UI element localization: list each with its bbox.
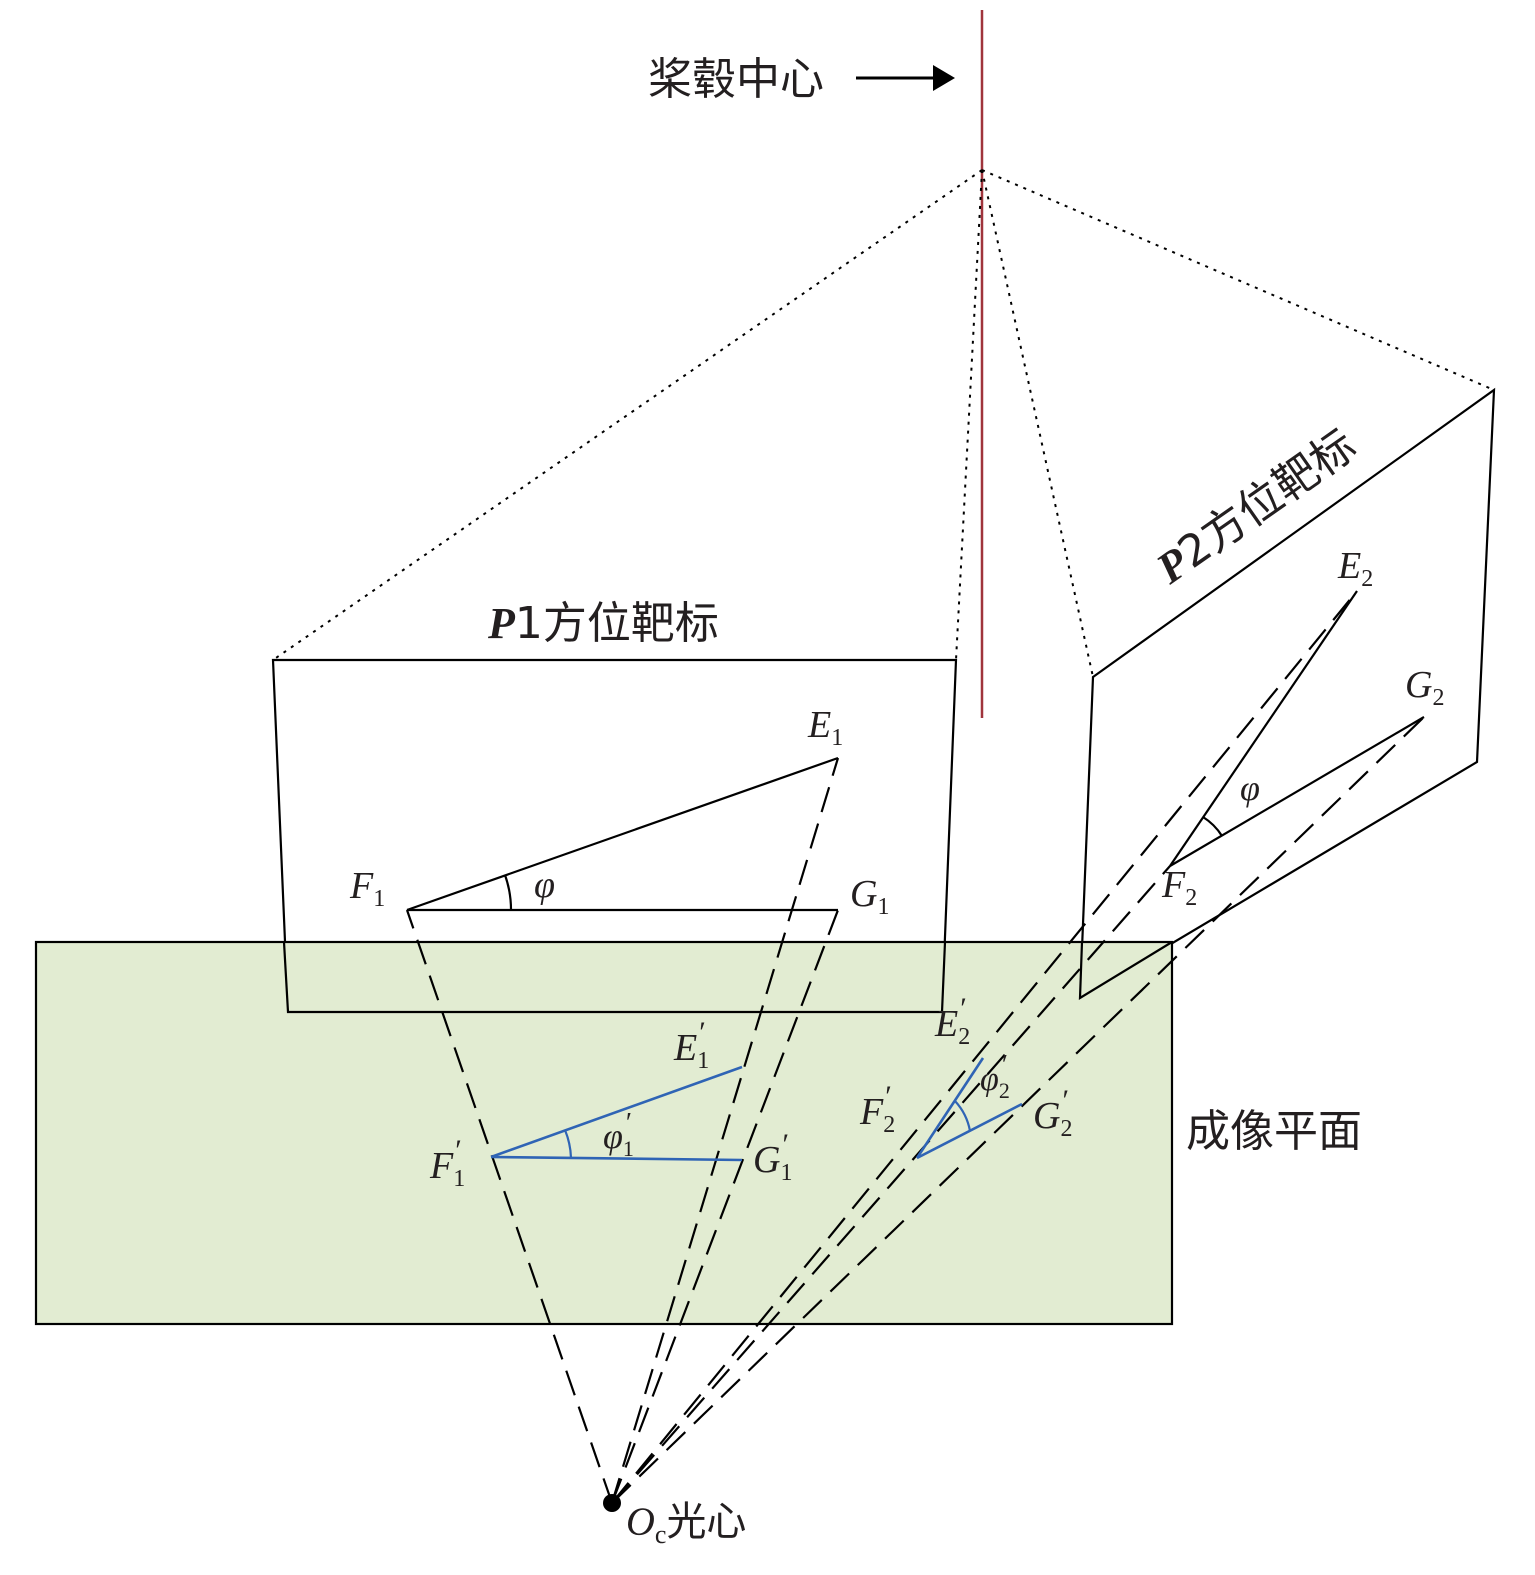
optical-center-label: Oc光心 — [626, 1499, 746, 1549]
hub-center-label: 桨毂中心 — [648, 54, 824, 105]
p1-plane-overlay-edge — [282, 941, 947, 1014]
label-G2: G2 — [1405, 664, 1444, 711]
label-phi1: φ — [534, 864, 555, 906]
label-F2: F2 — [1161, 864, 1197, 911]
label-F1-prime: F1′ — [429, 1134, 465, 1192]
label-E2: E2 — [1337, 545, 1373, 592]
p1-projected-triangle — [490, 1065, 743, 1162]
imaging-plane — [34, 940, 1174, 1326]
p2-triangle — [1169, 590, 1425, 867]
label-F1: F1 — [349, 865, 385, 912]
label-F2-prime: F2′ — [859, 1080, 895, 1138]
p2-target-plane — [1078, 387, 1496, 1000]
optical-center-dot — [603, 1494, 621, 1512]
label-E2-prime: E2′ — [934, 992, 970, 1050]
p1-target-label: P1方位靶标 — [487, 598, 719, 649]
label-phi2-prime: φ2′ — [980, 1050, 1010, 1103]
p2-plane-overlay-edge — [1078, 941, 1173, 1001]
projection-rays — [405, 590, 1425, 1504]
label-E1-prime: E1′ — [673, 1016, 709, 1074]
imaging-plane-label: 成像平面 — [1186, 1106, 1362, 1157]
hub-construction-lines — [272, 169, 1495, 678]
p1-triangle — [406, 756, 839, 912]
label-G2-prime: G2′ — [1033, 1084, 1072, 1142]
label-G1-prime: G1′ — [753, 1128, 792, 1186]
p2-projected-triangle — [915, 1057, 1023, 1160]
label-phi1-prime: φ1′ — [603, 1108, 634, 1161]
p2-target-label: P2方位靶标 — [1146, 420, 1365, 595]
label-E1: E1 — [807, 704, 843, 751]
label-G1: G1 — [850, 873, 889, 920]
hub-arrow — [856, 65, 955, 91]
label-phi2: φ — [1240, 768, 1260, 808]
